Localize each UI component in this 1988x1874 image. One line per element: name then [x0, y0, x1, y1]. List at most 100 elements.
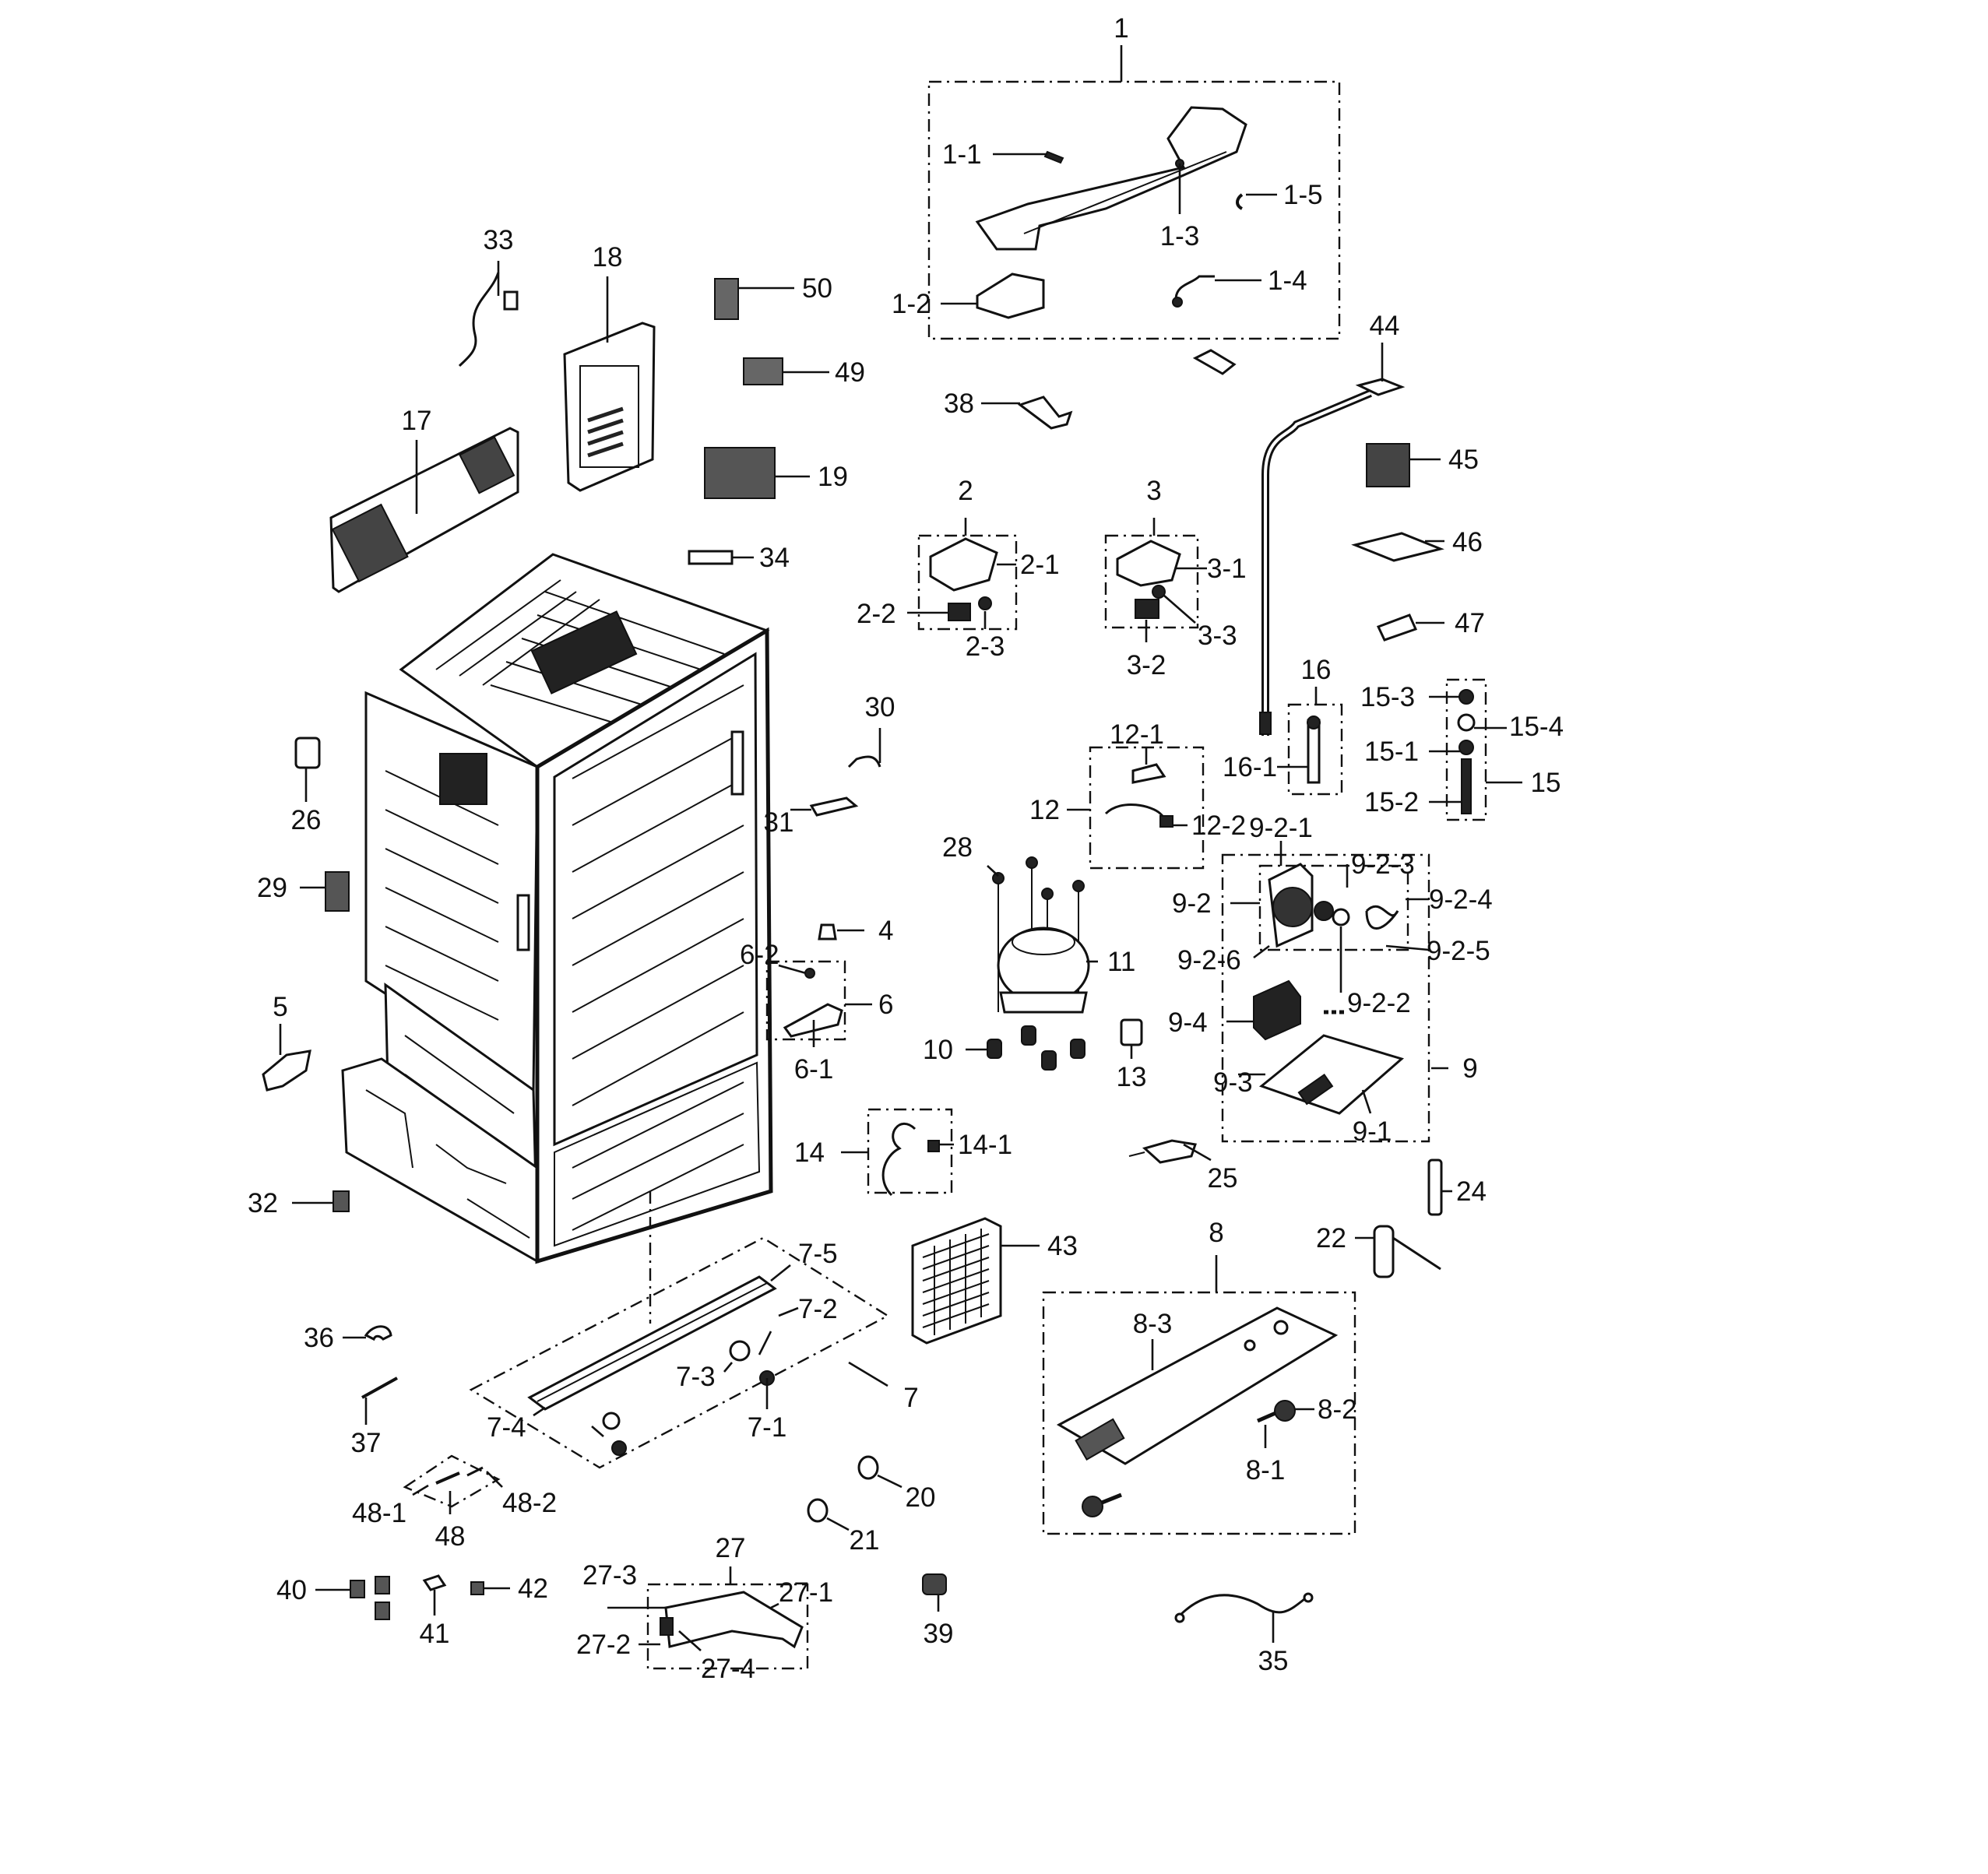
part-38-bracket: 38 [944, 389, 1073, 430]
part-9-fan-assembly: 9 9-2-1 9-2-3 9-2 9-2-4 9-2-5 9-2-6 9-2-… [1168, 813, 1493, 1147]
part-21-spring: 21 [807, 1498, 880, 1556]
label-9-4: 9-4 [1168, 1007, 1208, 1038]
label-46: 46 [1452, 527, 1483, 557]
label-37: 37 [351, 1428, 382, 1458]
label-47: 47 [1455, 608, 1485, 638]
part-4-cap: 4 [818, 916, 893, 946]
label-33: 33 [484, 225, 514, 255]
label-7-2: 7-2 [798, 1294, 838, 1324]
label-6-1: 6-1 [794, 1054, 834, 1085]
label-9-2-4: 9-2-4 [1429, 884, 1493, 915]
label-15-1: 15-1 [1364, 737, 1419, 767]
label-9-2-5: 9-2-5 [1427, 936, 1490, 966]
label-26: 26 [291, 805, 322, 835]
part-27-assembly: 27 27-3 27-1 27-2 27-4 [576, 1533, 833, 1684]
label-8-3: 8-3 [1133, 1309, 1173, 1339]
label-19: 19 [818, 462, 848, 492]
label-27: 27 [716, 1533, 746, 1563]
label-28: 28 [942, 832, 973, 863]
part-40-clips: 40 [276, 1575, 390, 1620]
label-7: 7 [903, 1383, 918, 1413]
label-48: 48 [435, 1521, 466, 1552]
label-6: 6 [878, 990, 893, 1020]
label-9-2-3: 9-2-3 [1351, 849, 1415, 880]
label-7-4: 7-4 [487, 1412, 526, 1443]
part-16-assembly: 16 16-1 [1223, 655, 1343, 796]
part-20-spring: 20 [857, 1455, 936, 1513]
part-34-bar: 34 [688, 543, 790, 573]
label-44: 44 [1370, 311, 1400, 341]
label-3: 3 [1146, 476, 1161, 506]
part-6-hinge-assembly: 6-2 6 6-1 [740, 940, 893, 1085]
part-39-fitting: 39 [922, 1573, 954, 1649]
label-20: 20 [906, 1482, 936, 1513]
label-2: 2 [958, 476, 973, 506]
label-9: 9 [1462, 1053, 1477, 1084]
label-31: 31 [764, 807, 794, 838]
label-3-3: 3-3 [1198, 621, 1237, 651]
part-25-harness: 25 [1128, 1139, 1237, 1194]
part-29-bracket: 29 [257, 871, 350, 912]
label-34: 34 [759, 543, 790, 573]
label-9-1: 9-1 [1353, 1116, 1392, 1147]
label-4: 4 [878, 916, 893, 946]
label-41: 41 [420, 1619, 450, 1649]
label-9-2-2: 9-2-2 [1347, 988, 1411, 1018]
label-3-1: 3-1 [1207, 554, 1247, 584]
label-24: 24 [1456, 1176, 1487, 1207]
label-30: 30 [865, 692, 895, 723]
label-2-1: 2-1 [1020, 550, 1060, 580]
part-30-wire: 30 [847, 692, 895, 768]
label-7-3: 7-3 [676, 1362, 716, 1392]
label-27-1: 27-1 [779, 1577, 833, 1608]
part-50-board: 50 [714, 273, 832, 320]
label-1-1: 1-1 [942, 139, 982, 170]
part-7-assembly: 7-5 7-2 7 7-3 7-1 7-4 [469, 1191, 919, 1469]
label-1-2: 1-2 [892, 289, 931, 319]
label-27-4: 27-4 [701, 1654, 755, 1684]
part-37-screw: 37 [351, 1376, 398, 1458]
part-19-main-board: 19 [704, 447, 848, 499]
label-32: 32 [248, 1188, 278, 1218]
label-50: 50 [802, 273, 832, 304]
part-32-clip: 32 [248, 1188, 350, 1218]
label-8-2: 8-2 [1318, 1394, 1357, 1425]
part-12-assembly: 12-1 12 12-2 [1029, 719, 1246, 870]
part-5-hinge: 5 [262, 992, 311, 1092]
label-1-5: 1-5 [1283, 180, 1323, 210]
label-39: 39 [924, 1619, 954, 1649]
label-3-2: 3-2 [1127, 650, 1166, 680]
label-12-2: 12-2 [1191, 810, 1246, 841]
part-18-panel: 18 [563, 242, 656, 492]
label-15-4: 15-4 [1509, 712, 1564, 742]
label-18: 18 [593, 242, 623, 272]
part-26-cap: 26 [291, 737, 322, 835]
label-15-2: 15-2 [1364, 787, 1419, 817]
part-33-wire: 33 [458, 225, 519, 367]
label-14: 14 [794, 1137, 825, 1168]
part-46-bracket: 46 [1351, 527, 1483, 562]
label-9-2-6: 9-2-6 [1177, 945, 1241, 976]
label-8-1: 8-1 [1246, 1455, 1286, 1485]
label-27-2: 27-2 [576, 1630, 631, 1660]
label-1-3: 1-3 [1160, 221, 1200, 251]
label-2-2: 2-2 [857, 599, 896, 629]
part-31-sensor: 31 [764, 796, 859, 838]
label-13: 13 [1117, 1062, 1147, 1092]
label-42: 42 [518, 1573, 548, 1604]
part-22-drier: 22 [1316, 1223, 1441, 1278]
label-7-1: 7-1 [748, 1412, 787, 1443]
label-16: 16 [1301, 655, 1332, 685]
part-3-hinge-assembly: 3 3-1 3-3 3-2 [1104, 476, 1247, 680]
label-14-1: 14-1 [958, 1130, 1012, 1160]
part-1-hinge-assembly: 1 1-3 1-1 1-2 1-4 1-5 [892, 13, 1341, 375]
label-17: 17 [402, 406, 432, 436]
label-21: 21 [850, 1525, 880, 1556]
label-8: 8 [1209, 1218, 1223, 1248]
part-41-clip: 41 [420, 1574, 450, 1649]
label-40: 40 [276, 1575, 307, 1605]
label-12-1: 12-1 [1110, 719, 1164, 750]
part-17-cover: 17 [329, 406, 519, 593]
part-2-hinge-assembly: 2 2-1 2-2 2-3 [857, 476, 1060, 662]
label-11: 11 [1107, 947, 1135, 977]
